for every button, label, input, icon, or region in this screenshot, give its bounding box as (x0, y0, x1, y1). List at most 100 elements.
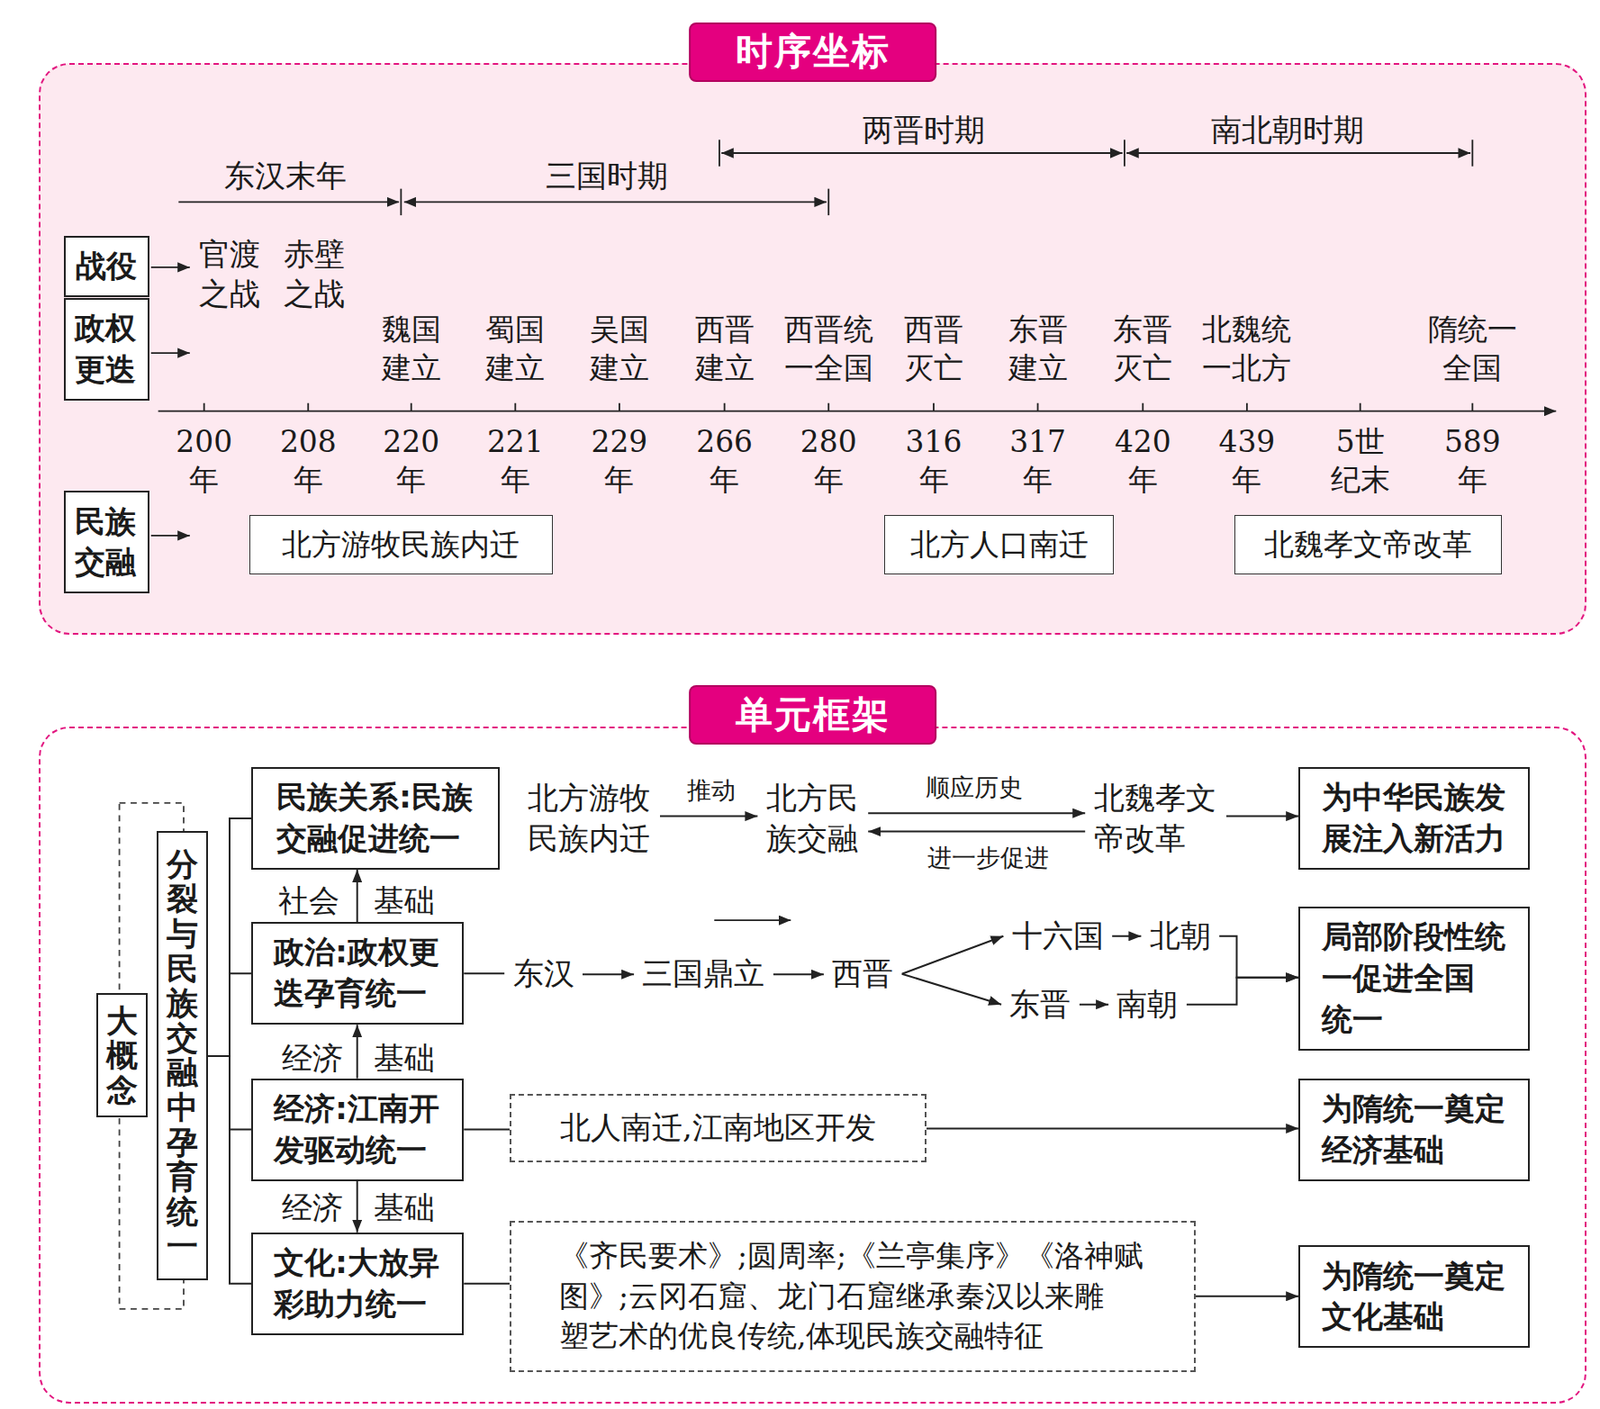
node-text: 局部阶段性统 一促进全国 统一 (1321, 916, 1508, 1041)
node-text: 北方游牧 民族内迁 (527, 777, 652, 861)
result-box: 局部阶段性统 一促进全国 统一 (1298, 906, 1530, 1051)
event-label: 东晋 灭亡 (1109, 310, 1176, 389)
node-text: 文化:大放异 彩助力统一 (273, 1242, 442, 1326)
row-title-box: 民族 交融 (63, 490, 150, 594)
chain-text: 北魏孝文 帝改革 (1090, 774, 1221, 864)
connector (1079, 1003, 1109, 1006)
year-label: 208 年 (276, 423, 341, 501)
content-box: 《齐民要术》;圆周率;《兰亭集序》《洛神赋 图》;云冈石窟、龙门石窟继承秦汉以来… (509, 1220, 1196, 1373)
period-arrow (404, 200, 827, 203)
event-label: 魏国 建立 (378, 310, 445, 389)
section-panel: 单元框架大概念分裂与民族交融中孕育统一民族关系:民族 交融促进统一北方游牧 民族… (38, 726, 1587, 1405)
edge-label: 基础 (370, 880, 438, 921)
chain-text: 北方游牧 民族内迁 (524, 774, 655, 864)
edge-label: 顺应历史 (922, 771, 1026, 804)
node-text: 北朝 (1149, 915, 1212, 958)
connector (773, 973, 824, 976)
concept-box: 大概念 (96, 993, 148, 1118)
axis-ticks (204, 403, 1474, 412)
chain-text: 三国鼎立 (639, 949, 769, 998)
connector (1226, 815, 1299, 818)
year-label: 589 年 (1440, 423, 1505, 501)
event-label: 蜀国 建立 (481, 310, 549, 389)
year-label: 280 年 (796, 423, 861, 501)
chain-text: 东晋 (1006, 980, 1075, 1029)
year-label: 317 年 (1005, 423, 1070, 501)
year-label: 316 年 (902, 423, 967, 501)
year-label: 200 年 (171, 423, 236, 501)
connector (1195, 1295, 1299, 1298)
edge-label: 进一步促进 (924, 841, 1052, 874)
connector (356, 869, 359, 923)
connector (1219, 936, 1299, 978)
connector (207, 973, 253, 1057)
connector (1186, 977, 1299, 1005)
battle-label: 官渡 之战 (195, 234, 264, 314)
connector (356, 1181, 359, 1233)
edge-label: 基础 (370, 1038, 438, 1078)
trend-box: 北方人口南迁 (884, 515, 1114, 575)
node-text: 民族关系:民族 交融促进统一 (276, 777, 475, 860)
event-label: 西晋统 一全国 (780, 310, 877, 389)
trend-box: 北魏孝文帝改革 (1234, 515, 1502, 575)
period-label: 两晋时期 (859, 109, 988, 150)
node-text: 三国鼎立 (641, 953, 765, 995)
node-text: 民族 交融 (74, 501, 138, 585)
trend-box: 北方游牧民族内迁 (249, 515, 553, 575)
period-arrow (178, 200, 399, 203)
year-label: 266 年 (692, 423, 757, 501)
result-box: 为中华民族发 展注入新活力 (1298, 767, 1530, 870)
node-text: 东汉 (513, 953, 575, 995)
chain-text: 北朝 (1146, 912, 1214, 960)
connector (356, 1024, 359, 1079)
year-label: 5世 纪末 (1327, 423, 1394, 501)
vertical-text: 分裂与民族交融中孕育统一 (166, 847, 199, 1265)
relation-label: 经济 (279, 1038, 346, 1078)
connector (902, 974, 1002, 1005)
node-text: 北人南迁,江南地区开发 (560, 1107, 877, 1149)
event-label: 北魏统 一北方 (1198, 310, 1295, 389)
node-text: 为中华民族发 展注入新活力 (1321, 777, 1508, 860)
connector (659, 815, 758, 818)
node-text: 北方人口南迁 (910, 524, 1089, 565)
period-tick (718, 139, 721, 166)
period-label: 南北朝时期 (1208, 109, 1367, 150)
connector (1111, 935, 1141, 938)
connector (582, 973, 634, 976)
connector (902, 936, 1004, 975)
connector (926, 1127, 1300, 1130)
node-text: 东晋 (1009, 984, 1071, 1026)
section-panel: 时序坐标战役政权 更迭民族 交融北方游牧民族内迁北方人口南迁北魏孝文帝改革 (38, 63, 1587, 635)
vertical-text: 大概念 (106, 1003, 138, 1109)
edge-label: 基础 (370, 1187, 438, 1228)
section-banner: 时序坐标 (688, 22, 938, 82)
node-text: 经济:江南开 发驱动统一 (273, 1088, 442, 1172)
connector (867, 831, 1085, 833)
connector (463, 972, 505, 975)
row-title-box: 政权 更迭 (63, 298, 150, 401)
battle-label: 赤壁 之战 (280, 234, 349, 314)
relation-label: 经济 (279, 1187, 346, 1228)
connector (867, 812, 1085, 814)
time-axis (158, 410, 1557, 413)
node-text: 北方游牧民族内迁 (281, 524, 520, 565)
result-box: 为隋统一奠定 经济基础 (1298, 1078, 1530, 1182)
node-text: 北魏孝文帝改革 (1264, 524, 1473, 565)
theme-box: 分裂与民族交融中孕育统一 (156, 831, 208, 1281)
chain-text: 西晋 (829, 949, 897, 998)
period-tick (827, 189, 830, 216)
event-label: 隋统一 全国 (1424, 310, 1521, 389)
edge-label: 推动 (684, 774, 739, 806)
event-label: 吴国 建立 (586, 310, 653, 389)
node-text: 政治:政权更 迭孕育统一 (273, 931, 442, 1015)
period-tick (399, 189, 402, 216)
year-label: 221 年 (483, 423, 548, 501)
period-label: 东汉末年 (221, 155, 350, 196)
chain-text: 东汉 (509, 949, 578, 998)
year-label: 229 年 (587, 423, 651, 501)
node-text: 政权 更迭 (74, 307, 138, 391)
panel-ground (38, 63, 1587, 635)
node-text: 十六国 (1012, 915, 1104, 958)
connector (207, 1056, 253, 1284)
content-box: 北人南迁,江南地区开发 (509, 1093, 926, 1163)
